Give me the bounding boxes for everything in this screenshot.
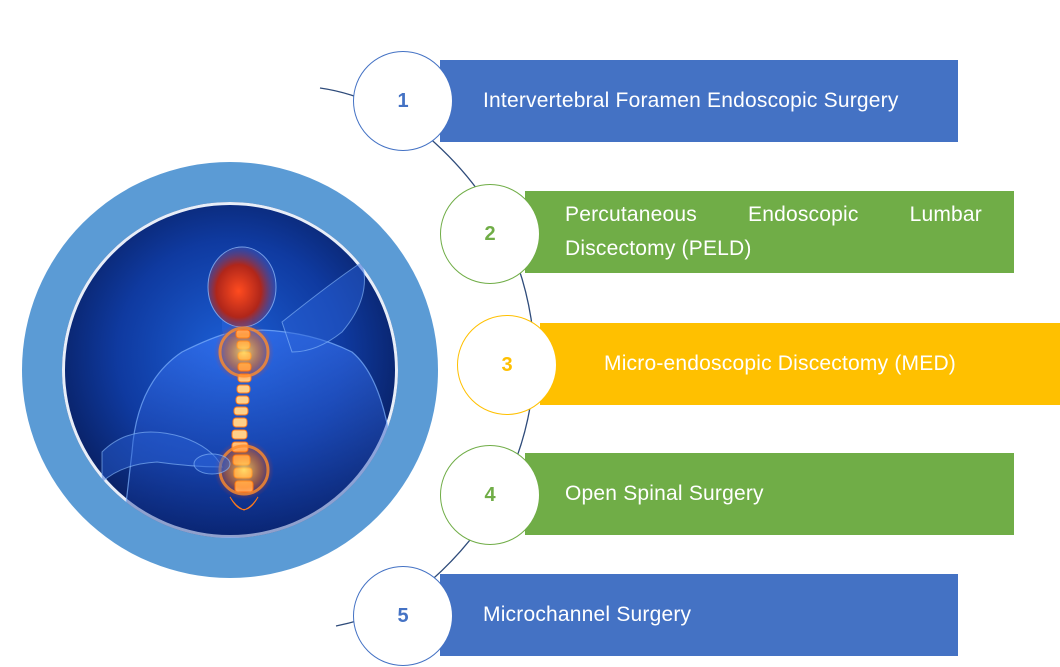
- step-bar-3: Micro-endoscopic Discectomy (MED): [540, 323, 1060, 405]
- spine-xray-illustration: [62, 202, 398, 538]
- step-number-3: 3: [501, 353, 513, 376]
- step-bar-5: Microchannel Surgery: [440, 574, 958, 656]
- step-number-circle-5: 5: [353, 566, 453, 666]
- step-number-circle-3: 3: [457, 315, 557, 415]
- step-number-circle-2: 2: [440, 184, 540, 284]
- step-label-2: Percutaneous Endoscopic Lumbar Discectom…: [565, 203, 982, 260]
- step-number-1: 1: [397, 89, 409, 112]
- step-number-2: 2: [484, 222, 496, 245]
- hero-circle-frame: [22, 162, 438, 578]
- step-bar-1: Intervertebral Foramen Endoscopic Surger…: [440, 60, 958, 142]
- step-number-4: 4: [484, 483, 496, 506]
- step-label-5: Microchannel Surgery: [483, 603, 692, 626]
- step-bar-2: Percutaneous Endoscopic Lumbar Discectom…: [525, 191, 1014, 273]
- step-label-1: Intervertebral Foramen Endoscopic Surger…: [483, 89, 899, 112]
- step-bar-4: Open Spinal Surgery: [525, 453, 1014, 535]
- step-number-5: 5: [397, 604, 409, 627]
- step-number-circle-4: 4: [440, 445, 540, 545]
- step-label-4: Open Spinal Surgery: [565, 482, 764, 505]
- step-number-circle-1: 1: [353, 51, 453, 151]
- step-label-3: Micro-endoscopic Discectomy (MED): [604, 352, 957, 375]
